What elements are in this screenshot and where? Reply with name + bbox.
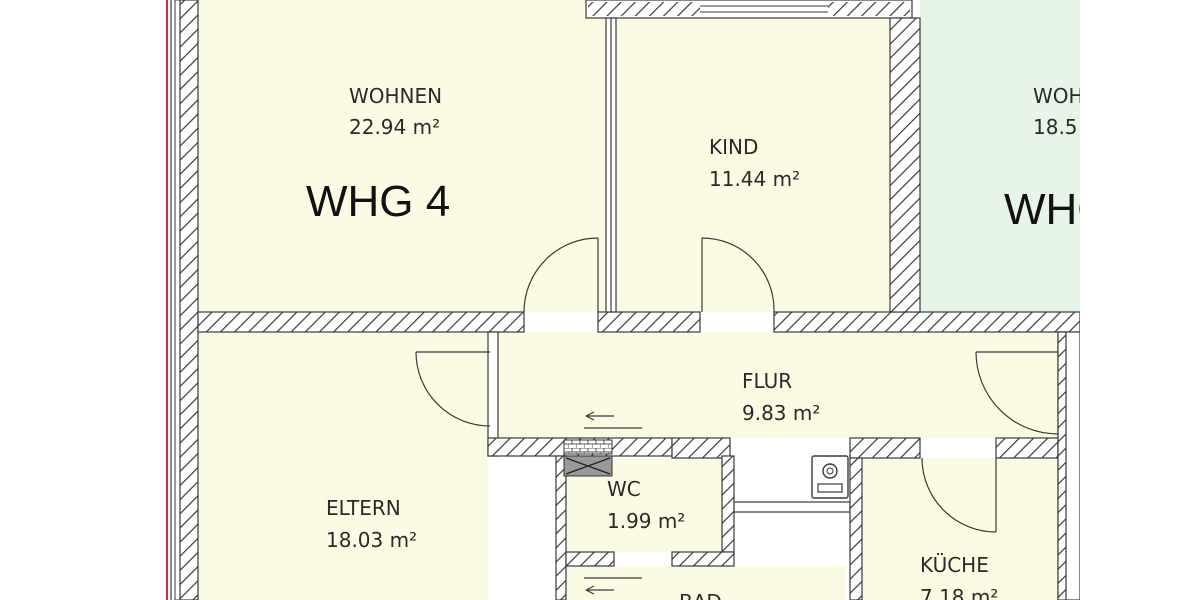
installation-shaft	[563, 439, 613, 477]
door-kueche	[921, 457, 997, 533]
room-name-eltern: ELTERN	[326, 496, 401, 520]
room-area-wc: 1.99 m²	[607, 509, 685, 533]
wall-upper-horizontal-3	[773, 311, 1081, 333]
wall-upper-horizontal-1	[197, 311, 525, 333]
room-name-bad: BAD	[679, 590, 722, 600]
wall-wc-bottom-left	[565, 551, 615, 567]
room-area-kueche: 7.18 m²	[920, 585, 998, 600]
room-area-wohnen-neighbor: 18.5	[1033, 115, 1078, 139]
room-eltern-fill	[198, 332, 488, 600]
room-wohnen-fill	[198, 0, 606, 312]
doors	[415, 237, 1059, 533]
ventilation-arrows	[584, 411, 642, 595]
wall-flur-left	[487, 331, 499, 457]
room-name-wc: WC	[607, 477, 641, 501]
room-area-kind: 11.44 m²	[709, 167, 800, 191]
room-name-wohnen: WOHNEN	[349, 84, 442, 108]
unit-label-whg4: WHG 4	[306, 177, 450, 226]
wall-flur-bottom-3	[849, 437, 921, 459]
wall-upper-horizontal-2	[597, 311, 701, 333]
door-flur-right	[975, 351, 1059, 435]
room-area-wohnen: 22.94 m²	[349, 115, 440, 139]
door-kind	[701, 237, 775, 313]
wall-flur-bottom-2	[671, 437, 731, 459]
right-margin	[1080, 0, 1200, 600]
room-name-kueche: KÜCHE	[920, 553, 989, 577]
room-area-flur: 9.83 m²	[742, 401, 820, 425]
room-wohnen-neighbor-fill	[920, 0, 1080, 312]
room-bad-fill	[566, 566, 846, 600]
room-kueche-fill	[862, 458, 1058, 600]
room-kind-fill	[616, 18, 890, 312]
wall-flur-bottom-4	[995, 437, 1059, 459]
wall-wc-left	[555, 455, 567, 600]
wall-wc-bottom	[671, 551, 735, 567]
wall-wc-bad-thin	[733, 501, 851, 513]
wall-wc-right	[721, 455, 735, 553]
door-wohnen	[523, 237, 599, 313]
room-name-kind: KIND	[709, 135, 758, 159]
wall-kueche-left	[849, 457, 863, 600]
door-eltern	[415, 351, 491, 427]
room-name-flur: FLUR	[742, 369, 792, 393]
room-fills	[198, 0, 1080, 600]
exterior-wall-left	[166, 0, 199, 600]
wall-kind-right	[889, 17, 921, 313]
room-flur-fill	[498, 332, 1060, 438]
window-top	[585, 0, 913, 19]
room-area-eltern: 18.03 m²	[326, 528, 417, 552]
washing-machine-icon	[811, 455, 849, 499]
